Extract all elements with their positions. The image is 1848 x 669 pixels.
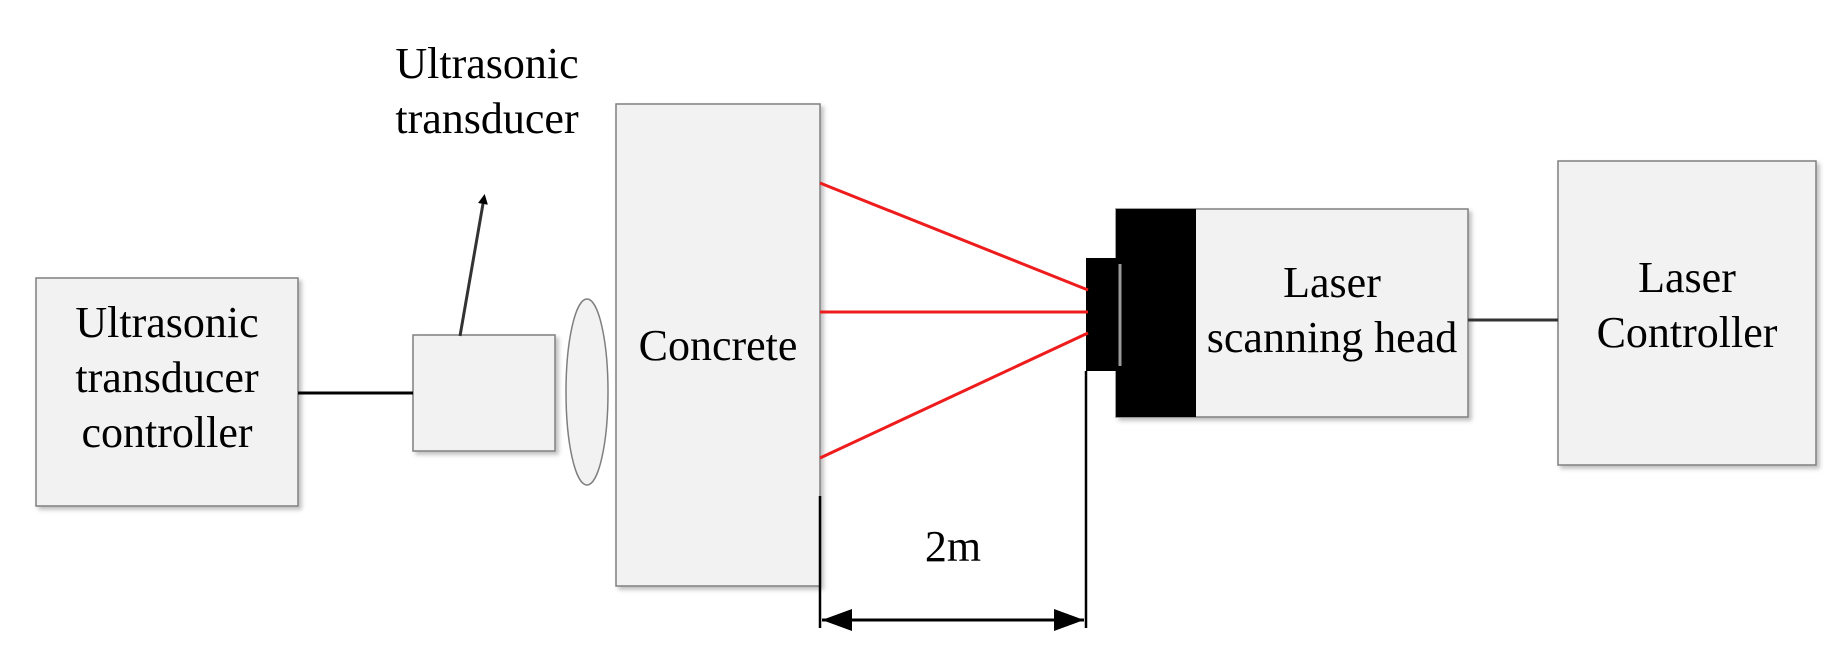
distance-label: 2m <box>924 522 982 571</box>
dimension-arrowhead-right <box>1054 609 1084 631</box>
laser-beam-top <box>819 181 1089 292</box>
coupling-lens <box>565 298 609 486</box>
concrete-label: Concrete <box>638 321 798 370</box>
laser-controller-box <box>1557 160 1817 466</box>
concrete-box <box>615 103 821 587</box>
transducer-pointer-arrow <box>458 194 488 337</box>
laser-head-label: Laser scanning head <box>1206 258 1458 362</box>
laser-head-black-block <box>1116 209 1196 417</box>
ut-controller-box <box>35 277 299 507</box>
laser-controller-label: Laser Controller <box>1596 253 1778 357</box>
laser-beam-bottom <box>819 331 1089 460</box>
dimension-arrowhead-left <box>822 609 852 631</box>
ut-transducer-box <box>412 334 556 452</box>
ut-controller-label: Ultrasonic transducer controller <box>75 298 259 457</box>
laser-emitter <box>1086 258 1118 371</box>
ut-transducer-label: Ultrasonic transducer <box>395 39 579 143</box>
